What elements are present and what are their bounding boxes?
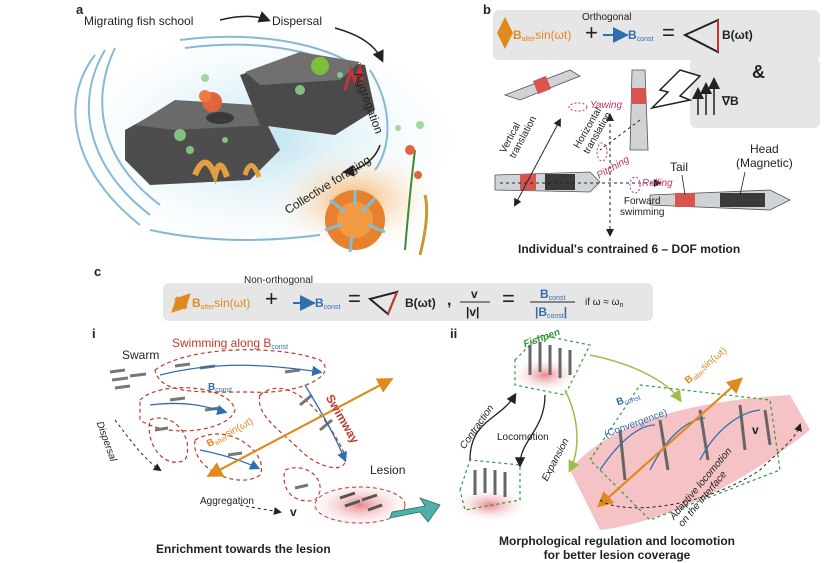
head-magnetic-label: Head(Magnetic) <box>736 142 793 170</box>
panel-a-artwork <box>74 11 450 256</box>
yawing-label: Yawing <box>590 100 623 111</box>
grad-b-label: ∇B <box>722 94 739 108</box>
b-alter-term: Baltersin(ωt) <box>513 28 572 43</box>
ci-velocity-label: v <box>290 505 297 519</box>
non-orthogonal-label: Non-orthogonal <box>244 275 313 286</box>
c-b-const-term: Bconst <box>315 296 341 311</box>
c-b-omega-t-label: B(ωt) <box>405 296 436 310</box>
swimming-along-label: Swimming along Bconst <box>172 336 289 351</box>
swarm-label: Swarm <box>122 348 160 362</box>
panel-ci-label: i <box>92 326 96 341</box>
cii-velocity-label: v <box>752 423 759 437</box>
abs-v-denominator: |v| <box>466 305 480 319</box>
panel-b-caption: Individual's contrained 6 – DOF motion <box>518 242 741 256</box>
c-b-alter-term: Baltersin(ωt) <box>192 296 251 311</box>
panel-c-artwork <box>163 283 653 321</box>
tail-label: Tail <box>670 160 689 174</box>
ci-aggregation-label: Aggregation <box>200 496 254 507</box>
c-equals-sign: = <box>348 286 361 311</box>
equals-sign: = <box>662 20 675 45</box>
panel-cii-artwork <box>450 334 810 530</box>
ci-b-const-label: Bconst <box>208 382 232 394</box>
c-equals2-sign: = <box>502 286 515 311</box>
panel-cii-label: ii <box>450 326 458 341</box>
bconst-numerator: Bconst <box>540 287 566 302</box>
panel-b-artwork <box>493 10 820 237</box>
lesion-label: Lesion <box>370 463 406 477</box>
bconst-denominator: |Bconst| <box>535 305 568 320</box>
panel-ci-caption: Enrichment towards the lesion <box>156 542 331 556</box>
dispersal-label: Dispersal <box>272 14 323 28</box>
comma: , <box>447 292 452 309</box>
locomotion-label: Locomotion <box>497 432 549 443</box>
migrating-fish-school-label: Migrating fish school <box>84 14 194 28</box>
resonance-condition: if ω ≈ ωn <box>585 297 624 309</box>
plus-sign: + <box>585 20 598 45</box>
b-const-term: Bconst <box>628 28 654 43</box>
rolling-label: Rolling <box>642 178 673 189</box>
panel-a-label: a <box>76 2 84 17</box>
panel-c-label: c <box>94 264 102 279</box>
orthogonal-label: Orthogonal <box>582 12 632 23</box>
panel-ci-artwork <box>109 349 441 530</box>
c-plus-sign: + <box>265 286 278 311</box>
b-omega-t-label: B(ωt) <box>722 28 753 42</box>
ampersand: & <box>752 62 765 82</box>
v-numerator: v <box>471 287 478 301</box>
panel-b-label: b <box>483 2 491 17</box>
